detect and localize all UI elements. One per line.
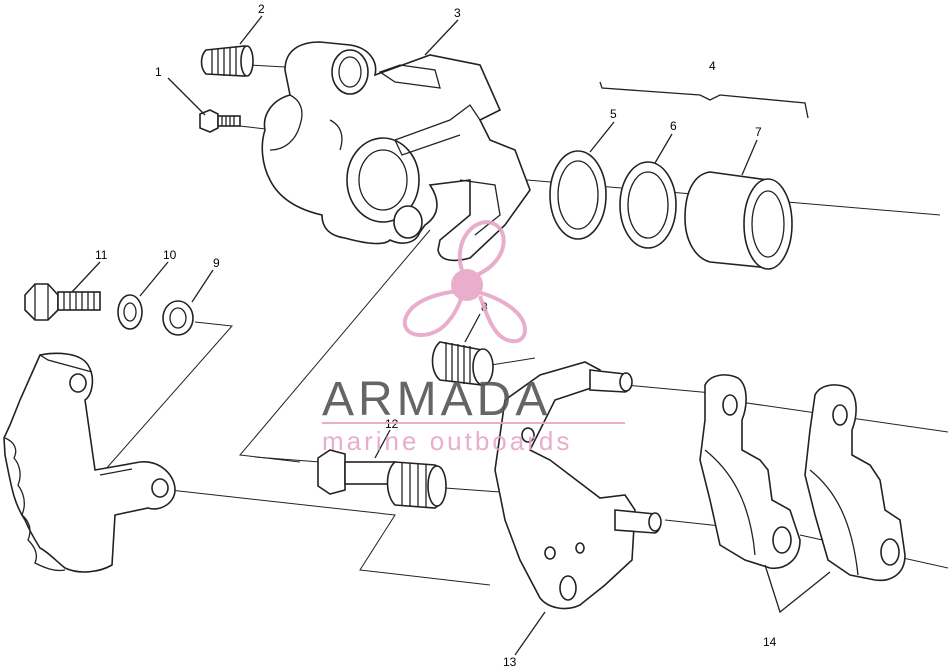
armada-logo: ARMADA marine outboards	[322, 219, 625, 456]
piston	[684, 171, 793, 270]
propeller-hub	[451, 269, 483, 301]
mounting-bracket	[3, 352, 176, 573]
bleeder-screw	[199, 109, 241, 133]
brand-title: ARMADA	[322, 373, 551, 426]
callout-6: 6	[670, 119, 677, 133]
caliper-body	[261, 41, 531, 262]
threaded-sleeve	[431, 341, 494, 386]
brake-pads	[699, 374, 906, 582]
callout-4: 4	[709, 59, 716, 73]
brand-subtitle: marine outboards	[322, 426, 572, 456]
callout-14: 14	[763, 635, 777, 649]
callout-13: 13	[503, 655, 517, 669]
callout-11: 11	[95, 248, 108, 262]
pin-bolt	[317, 449, 447, 509]
seal-rings	[549, 150, 677, 249]
callout-3: 3	[454, 6, 461, 20]
callout-9: 9	[213, 256, 220, 270]
bolt-and-washers	[24, 283, 194, 336]
group-bracket	[599, 81, 809, 119]
callout-5: 5	[610, 107, 617, 121]
callout-1: 1	[155, 65, 162, 79]
plug	[200, 45, 254, 77]
callout-2: 2	[258, 2, 265, 16]
leader-lines	[71, 15, 831, 656]
callout-7: 7	[755, 125, 762, 139]
propeller-icon	[402, 219, 528, 344]
callout-10: 10	[163, 248, 177, 262]
